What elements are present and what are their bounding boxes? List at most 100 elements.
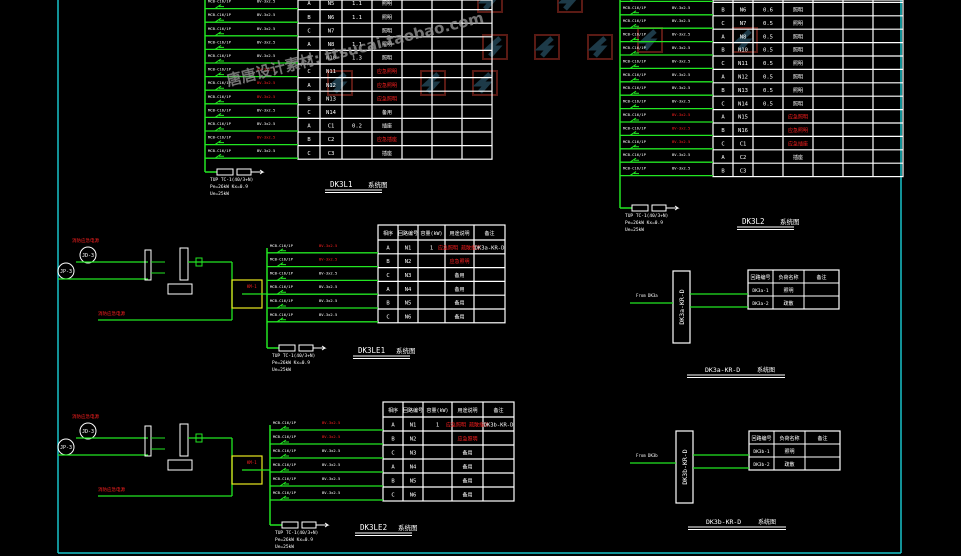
breaker-spec: MCB-C16/1P xyxy=(208,26,232,31)
cell-phase: B xyxy=(307,96,311,102)
cell-circuit: N8 xyxy=(740,34,747,40)
cell-phase: A xyxy=(386,245,390,251)
cell-phase: B xyxy=(721,8,725,14)
feeder-note: TUP TC-1(40/3+N) xyxy=(625,213,668,219)
cable-spec: BV-3x2.5 xyxy=(319,243,337,248)
cable-spec: BV-3x2.5 xyxy=(672,125,690,130)
cell-phase: B xyxy=(307,15,311,21)
kr-cell-use: 疏散 xyxy=(784,461,794,468)
kr-cell-use: 疏散 xyxy=(783,300,793,307)
breaker-icon xyxy=(629,50,639,56)
kr-title-suffix: 系统图 xyxy=(758,518,776,526)
breaker-icon xyxy=(214,153,224,159)
breaker-icon xyxy=(629,104,639,110)
feeder-note: Ue=25kW xyxy=(625,227,644,233)
source-a-label: JP-3 xyxy=(60,269,72,275)
table-header-cell: 用途说明 xyxy=(457,407,477,414)
cell-circuit: N5 xyxy=(328,1,335,7)
cell-power: 0.6 xyxy=(763,8,773,14)
cable-spec: BV-3x2.5 xyxy=(257,26,275,31)
cell-circuit: N11 xyxy=(326,69,336,75)
breaker-spec: MCB-C16/1P xyxy=(623,99,647,104)
breaker-icon xyxy=(629,117,639,123)
feeder-circuit[interactable]: MCB-C16/1P BV-3x2.5 xyxy=(205,26,298,37)
cell-use: 应急照明 xyxy=(457,436,477,443)
cable-spec: BV-3x2.5 xyxy=(257,39,275,44)
panel-title-id: DK3LE2 xyxy=(360,523,387,532)
table-header-cell: 相序 xyxy=(388,407,398,414)
cell-circuit: N12 xyxy=(326,83,336,89)
breaker-spec: MCB-C16/1P xyxy=(623,32,647,37)
breaker-icon xyxy=(279,453,289,459)
cell-use: 照明 xyxy=(382,56,392,62)
panel-title-suffix: 系统图 xyxy=(780,217,800,226)
cell-use: 应急照明 xyxy=(377,95,397,102)
breaker-icon xyxy=(629,37,639,43)
cell-use: 备用 xyxy=(462,450,472,457)
cell-phase: A xyxy=(307,42,311,48)
source-b-label: JD-3 xyxy=(82,253,94,259)
feeder-note: TUP TC-1(40/3+N) xyxy=(275,530,318,536)
breaker-spec: MCB-C16/1P xyxy=(208,67,232,72)
kr-cell-use: 照明 xyxy=(784,449,794,455)
breaker-spec: MCB-C16/1P xyxy=(623,112,647,117)
cell-circuit: N10 xyxy=(326,56,336,62)
breaker-icon xyxy=(629,171,639,177)
watermark-logo-icon xyxy=(587,34,613,60)
cell-circuit: N6 xyxy=(328,15,335,21)
